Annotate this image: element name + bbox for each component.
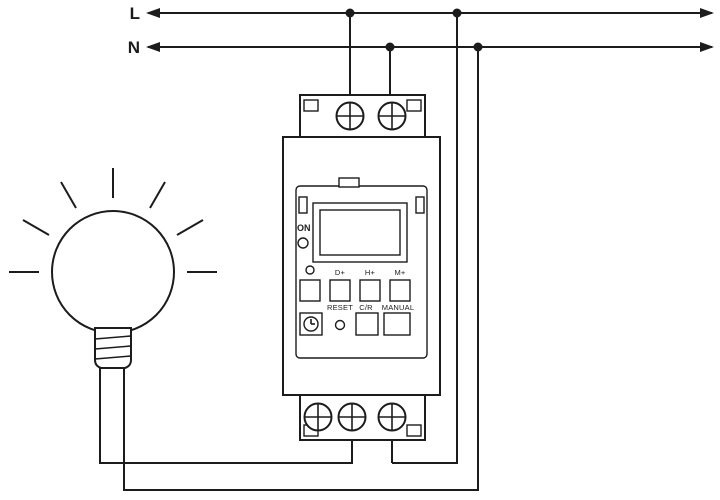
bulb-screw-base-icon: [94, 327, 132, 369]
on-indicator: ON: [297, 223, 311, 249]
button-d-label: D+: [335, 268, 346, 277]
power-bus-l: L: [130, 4, 714, 23]
bottom-terminal-block: [299, 394, 426, 441]
button-d-plus: [329, 279, 351, 302]
wires: [99, 13, 479, 491]
timer-device: ON D+ H+ M+ RESET C/R MANUAL: [282, 94, 441, 441]
screw-terminal-icon-top-2: [377, 101, 407, 131]
button-row-1: D+ H+ M+: [299, 265, 411, 302]
lcd-display: [312, 202, 408, 263]
top-block-right-tab: [406, 99, 422, 112]
top-block-left-tab: [303, 99, 319, 112]
timer-left-clip: [298, 196, 308, 214]
top-terminal-block: [299, 94, 426, 138]
bottom-block-right-tab: [406, 424, 422, 437]
screw-terminal-icon-top-1: [335, 101, 365, 131]
power-bus-n: N: [128, 38, 714, 57]
button-m-label: M+: [394, 268, 405, 277]
reset-label: RESET: [327, 303, 353, 312]
clock-button: [299, 312, 323, 336]
light-bulb: [9, 168, 217, 369]
n-line-left-arrow-icon: [146, 42, 160, 52]
screw-terminal-icon-bottom-3: [377, 402, 407, 432]
line-n-label: N: [128, 38, 140, 57]
button-blank: [299, 279, 321, 302]
button-row-2: RESET C/R MANUAL: [299, 303, 414, 336]
wire-n-to-bulb: [123, 47, 479, 491]
on-indicator-label: ON: [297, 223, 311, 233]
button-m-plus: [389, 279, 411, 302]
cr-button: [355, 312, 379, 336]
on-indicator-led-icon: [297, 237, 309, 249]
l-line-left-arrow-icon: [146, 8, 160, 18]
timer-top-clip: [338, 177, 360, 188]
button-h-label: H+: [365, 268, 376, 277]
line-l-label: L: [130, 4, 140, 23]
n-line-right-arrow-icon: [700, 42, 714, 52]
timer-right-clip: [415, 196, 425, 214]
indicator-dot-icon: [305, 265, 315, 275]
bulb-rays-icon: [9, 168, 217, 273]
manual-button: [383, 312, 411, 336]
l-line-right-arrow-icon: [700, 8, 714, 18]
screw-terminal-icon-bottom-1: [303, 402, 333, 432]
screw-terminal-icon-bottom-2: [337, 402, 367, 432]
wire-timer-output-to-bulb: [99, 368, 353, 464]
reset-hole-icon: [334, 319, 346, 331]
cr-label: C/R: [359, 303, 373, 312]
manual-label: MANUAL: [382, 303, 414, 312]
wire-l-to-timer-contact: [392, 13, 458, 464]
button-h-plus: [359, 279, 381, 302]
bulb-glass-icon: [51, 210, 175, 334]
